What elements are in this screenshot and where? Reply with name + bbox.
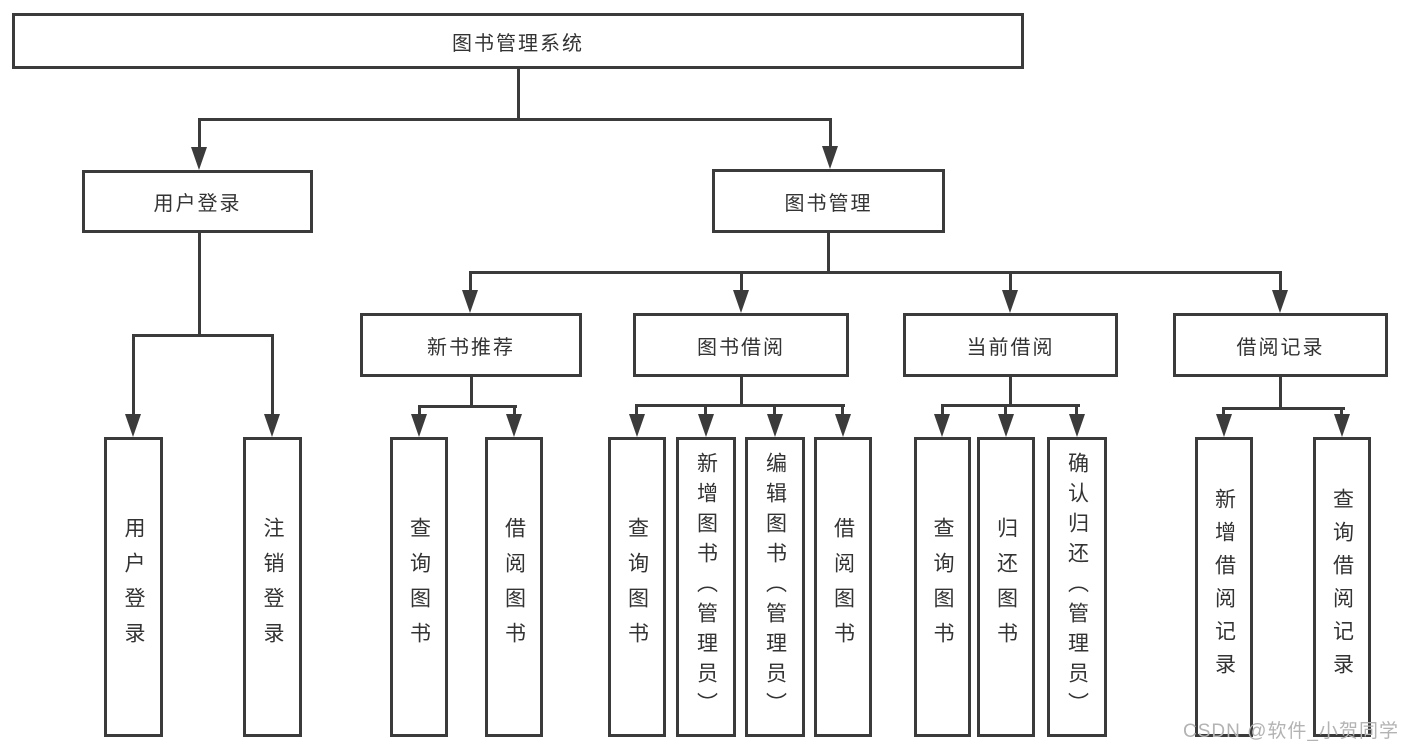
leaf-edit-book-admin-label: 编辑图书（管理员）: [763, 452, 787, 722]
csdn-watermark: CSDN @软件_小贺同学: [1183, 721, 1399, 742]
connector-line: [773, 404, 776, 419]
connector-line: [513, 405, 516, 419]
leaf-add-book-admin-label: 新增图书（管理员）: [694, 452, 718, 722]
connector-line: [1075, 404, 1078, 419]
connector-line: [469, 271, 472, 293]
connector-line: [132, 334, 135, 418]
arrow-down-icon: [1216, 414, 1232, 437]
node-book-borrow: 图书借阅: [633, 313, 849, 377]
connector-line: [827, 233, 830, 273]
leaf-user-login: 用户登录: [104, 437, 163, 737]
connector-line: [469, 271, 1282, 274]
arrow-down-icon: [462, 290, 478, 313]
connector-line: [740, 271, 743, 293]
leaf-user-login-label: 用户登录: [122, 517, 145, 657]
connector-line: [198, 118, 832, 121]
leaf-confirm-return-admin: 确认归还（管理员）: [1047, 437, 1107, 737]
connector-line: [1222, 407, 1225, 419]
node-book-management-label: 图书管理: [784, 192, 873, 215]
leaf-logout-label: 注销登录: [261, 517, 284, 657]
arrow-down-icon: [1002, 290, 1018, 313]
connector-line: [829, 118, 832, 151]
leaf-query-book-recommend: 查询图书: [390, 437, 448, 737]
leaf-add-borrow-record-label: 新增借阅记录: [1212, 488, 1236, 686]
connector-line: [704, 404, 707, 419]
node-user-login: 用户登录: [82, 170, 313, 233]
node-book-management: 图书管理: [712, 169, 945, 233]
connector-line: [1009, 377, 1012, 407]
connector-line: [1004, 404, 1007, 419]
arrow-down-icon: [191, 147, 207, 170]
leaf-query-borrow-record-label: 查询借阅记录: [1330, 488, 1354, 686]
arrow-down-icon: [822, 146, 838, 169]
node-book-borrow-label: 图书借阅: [697, 336, 785, 359]
leaf-add-book-admin: 新增图书（管理员）: [676, 437, 736, 737]
leaf-logout: 注销登录: [243, 437, 302, 737]
connector-line: [198, 118, 201, 152]
leaf-query-book-current-label: 查询图书: [931, 517, 954, 657]
leaf-borrow-book-label: 借阅图书: [831, 517, 855, 657]
connector-line: [740, 377, 743, 407]
node-new-book-recommend: 新书推荐: [360, 313, 582, 377]
connector-line: [1009, 271, 1012, 293]
connector-line: [841, 404, 844, 419]
connector-line: [1340, 407, 1343, 419]
leaf-confirm-return-admin-label: 确认归还（管理员）: [1065, 452, 1089, 722]
connector-line: [635, 404, 638, 419]
leaf-query-book-borrow-label: 查询图书: [625, 517, 649, 657]
leaf-query-borrow-record: 查询借阅记录: [1313, 437, 1371, 737]
leaf-edit-book-admin: 编辑图书（管理员）: [745, 437, 805, 737]
leaf-borrow-book-recommend-label: 借阅图书: [502, 517, 526, 657]
node-current-borrow-label: 当前借阅: [966, 336, 1055, 359]
node-new-book-recommend-label: 新书推荐: [427, 336, 515, 359]
arrow-down-icon: [125, 414, 141, 437]
leaf-borrow-book: 借阅图书: [814, 437, 872, 737]
arrow-down-icon: [629, 414, 645, 437]
arrow-down-icon: [934, 414, 950, 437]
connector-line: [1222, 407, 1345, 410]
leaf-add-borrow-record: 新增借阅记录: [1195, 437, 1253, 737]
connector-line: [271, 334, 274, 418]
leaf-query-book-current: 查询图书: [914, 437, 971, 737]
arrow-down-icon: [1069, 414, 1085, 437]
arrow-down-icon: [767, 414, 783, 437]
connector-line: [470, 377, 473, 408]
leaf-return-book-label: 归还图书: [994, 517, 1018, 657]
leaf-return-book: 归还图书: [977, 437, 1035, 737]
connector-line: [1279, 271, 1282, 293]
arrow-down-icon: [506, 414, 522, 437]
leaf-borrow-book-recommend: 借阅图书: [485, 437, 543, 737]
connector-line: [418, 405, 517, 408]
connector-line: [635, 404, 845, 407]
arrow-down-icon: [1334, 414, 1350, 437]
arrow-down-icon: [733, 290, 749, 313]
arrow-down-icon: [264, 414, 280, 437]
node-root-label: 图书管理系统: [452, 32, 584, 55]
connector-line: [1279, 377, 1282, 410]
connector-line: [517, 69, 520, 120]
arrow-down-icon: [998, 414, 1014, 437]
node-borrow-record: 借阅记录: [1173, 313, 1388, 377]
connector-line: [418, 405, 421, 419]
leaf-query-book-recommend-label: 查询图书: [407, 517, 431, 657]
leaf-query-book-borrow: 查询图书: [608, 437, 666, 737]
arrow-down-icon: [698, 414, 714, 437]
node-root: 图书管理系统: [12, 13, 1024, 69]
connector-line: [198, 233, 201, 337]
arrow-down-icon: [835, 414, 851, 437]
node-current-borrow: 当前借阅: [903, 313, 1118, 377]
node-borrow-record-label: 借阅记录: [1236, 336, 1325, 359]
arrow-down-icon: [1272, 290, 1288, 313]
arrow-down-icon: [411, 414, 427, 437]
node-user-login-label: 用户登录: [153, 193, 242, 215]
connector-line: [941, 404, 1080, 407]
connector-line: [132, 334, 274, 337]
connector-line: [941, 404, 944, 419]
